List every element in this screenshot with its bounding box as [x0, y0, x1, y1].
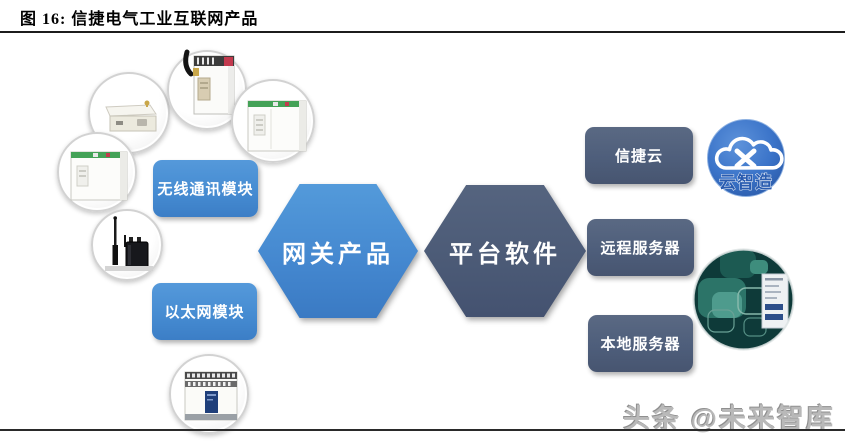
- xinje-cloud-label: 信捷云: [614, 148, 663, 165]
- gateway-hexagon-label: 网关产品: [282, 240, 394, 268]
- plc-module-photo: [231, 79, 315, 163]
- platform-hexagon-label: 平台软件: [449, 240, 561, 268]
- figure-title: 图 16: 信捷电气工业互联网产品: [20, 11, 259, 28]
- wireless-modem-image: [105, 100, 157, 132]
- wireless-module-box: 无线通讯模块: [153, 160, 258, 217]
- remote-server-label: 远程服务器: [600, 240, 681, 257]
- ethernet-module-label: 以太网模块: [164, 304, 245, 321]
- antenna-module-image: [183, 49, 235, 115]
- footer-divider: [0, 429, 845, 431]
- plc-module-image: [247, 100, 307, 152]
- plc-terminal-image: [184, 371, 238, 421]
- plc-module-2-image: [70, 151, 128, 201]
- ethernet-module-box: 以太网模块: [152, 283, 257, 340]
- cloud-logo-image: 云智造: [707, 119, 785, 197]
- remote-server-box: 远程服务器: [587, 219, 694, 276]
- cloud-logo-caption: 云智造: [719, 172, 773, 192]
- software-screenshot-image: [692, 248, 795, 351]
- software-screenshot-photo: [692, 248, 795, 351]
- dtu-antenna-image: [105, 216, 153, 271]
- dtu-antenna-photo: [91, 209, 163, 281]
- xinje-cloud-logo: 云智造: [706, 118, 786, 198]
- gateway-hexagon: 网关产品: [258, 184, 418, 318]
- local-server-label: 本地服务器: [600, 336, 681, 353]
- header-divider: [0, 31, 845, 33]
- plc-module-photo-2: [57, 132, 137, 212]
- wireless-module-label: 无线通讯模块: [157, 181, 254, 198]
- xinje-cloud-box: 信捷云: [585, 127, 693, 184]
- plc-terminal-photo: [169, 354, 249, 434]
- platform-hexagon: 平台软件: [424, 185, 586, 317]
- local-server-box: 本地服务器: [588, 315, 693, 372]
